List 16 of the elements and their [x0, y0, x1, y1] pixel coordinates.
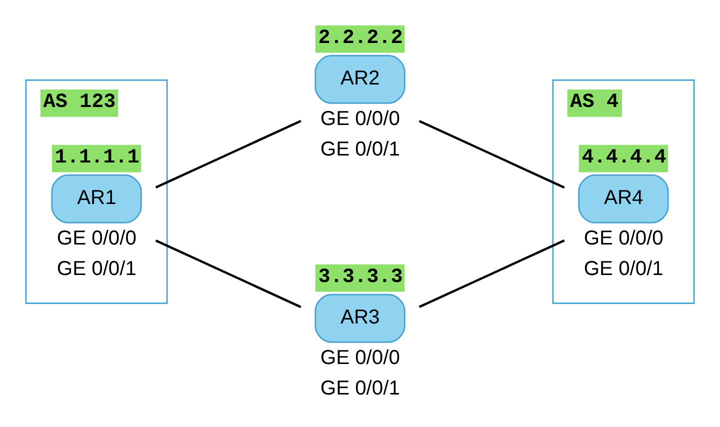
- connector: [418, 238, 565, 308]
- node-label: GE 0/0/0: [56, 227, 136, 250]
- node-label: GE 0/0/1: [56, 257, 136, 280]
- connector: [155, 238, 302, 308]
- node-label: 1.1.1.1: [54, 146, 140, 169]
- connector: [418, 119, 565, 188]
- node-label: GE 0/0/1: [584, 257, 664, 280]
- node-label: 3.3.3.3: [318, 265, 403, 288]
- node-label: GE 0/0/1: [320, 138, 400, 160]
- node-label: GE 0/0/0: [320, 108, 400, 130]
- connector: [155, 119, 302, 188]
- node-label: GE 0/0/0: [584, 227, 664, 250]
- node-label: 4.4.4.4: [582, 146, 666, 169]
- node-label: GE 0/0/1: [320, 376, 400, 399]
- node-label: 2.2.2.2: [318, 26, 403, 50]
- node-label: GE 0/0/0: [320, 346, 400, 369]
